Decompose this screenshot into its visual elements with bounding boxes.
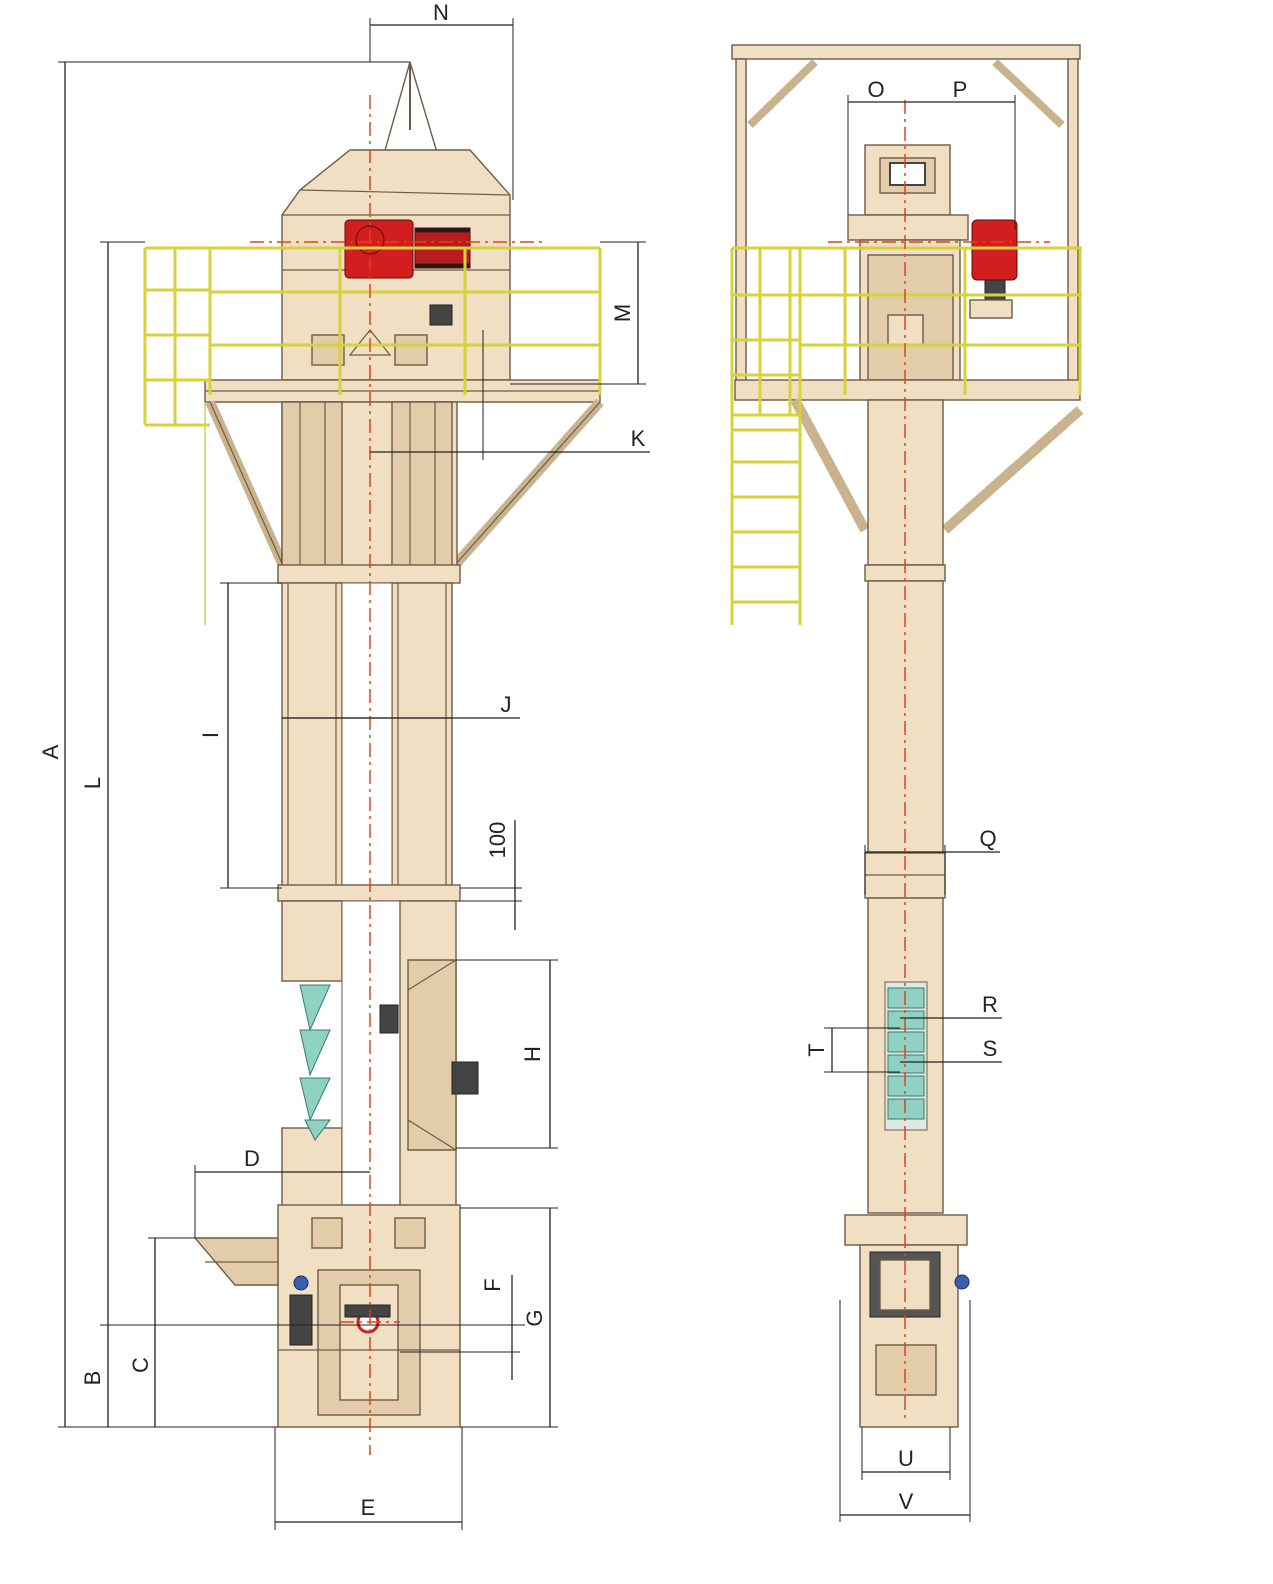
label-I: I xyxy=(198,732,223,738)
label-J: J xyxy=(501,692,512,717)
dimension-C: C xyxy=(128,1237,195,1427)
front-view: A L B C D E F xyxy=(38,0,650,1530)
inlet-chute xyxy=(193,1237,279,1286)
dimension-K: K xyxy=(370,330,650,460)
dimension-H: H xyxy=(456,959,558,1149)
intermediate-trunk xyxy=(277,582,461,902)
side-head-housing xyxy=(847,144,969,386)
dimension-Q: Q xyxy=(864,826,1000,895)
dimension-N: N xyxy=(369,0,514,200)
label-B: B xyxy=(80,1371,105,1386)
dimension-I: I xyxy=(198,582,282,889)
label-Q: Q xyxy=(979,826,996,851)
label-M: M xyxy=(610,304,635,322)
side-drive-motor xyxy=(969,219,1018,319)
label-G: G xyxy=(522,1309,547,1326)
dimension-D: D xyxy=(194,1146,370,1238)
dimension-J: J xyxy=(282,692,520,719)
label-U: U xyxy=(898,1446,914,1471)
top-gantry xyxy=(731,44,1081,390)
side-platform xyxy=(730,246,1084,625)
label-F: F xyxy=(480,1278,505,1291)
label-T: T xyxy=(804,1043,829,1056)
label-C: C xyxy=(128,1357,153,1373)
dimension-E: E xyxy=(274,1427,463,1530)
label-O: O xyxy=(867,77,884,102)
label-P: P xyxy=(953,77,968,102)
dimension-100: 100 xyxy=(460,820,522,930)
dimension-F: F xyxy=(400,1275,520,1380)
label-E: E xyxy=(361,1495,376,1520)
dimension-P: P xyxy=(905,77,1016,230)
label-D: D xyxy=(244,1146,260,1171)
access-ladder xyxy=(732,428,800,604)
label-100: 100 xyxy=(485,822,510,859)
dimension-U: U xyxy=(861,1427,951,1480)
dimension-L: L xyxy=(80,241,145,1325)
dimension-V: V xyxy=(839,1300,971,1522)
label-K: K xyxy=(631,426,646,451)
dimension-R: R xyxy=(900,992,1002,1019)
dimension-B: B xyxy=(80,1324,525,1427)
side-boot xyxy=(844,1214,970,1428)
label-V: V xyxy=(899,1489,914,1514)
label-R: R xyxy=(982,992,998,1017)
label-L: L xyxy=(80,777,105,789)
boot-section xyxy=(277,1204,461,1428)
dimension-T: T xyxy=(804,1027,900,1073)
dimension-A: A xyxy=(38,61,410,1428)
lower-trunk xyxy=(281,900,479,1209)
dimension-M: M xyxy=(510,241,646,385)
dimension-S: S xyxy=(900,1036,1002,1063)
platform-railing xyxy=(143,246,602,427)
side-view: O P Q R S T U xyxy=(730,44,1084,1522)
dimension-G: G xyxy=(460,1207,558,1428)
label-H: H xyxy=(520,1046,545,1062)
dimension-O: O xyxy=(847,77,905,215)
label-A: A xyxy=(38,744,63,759)
upper-trunk xyxy=(277,401,461,584)
label-N: N xyxy=(433,0,449,25)
label-S: S xyxy=(983,1036,998,1061)
